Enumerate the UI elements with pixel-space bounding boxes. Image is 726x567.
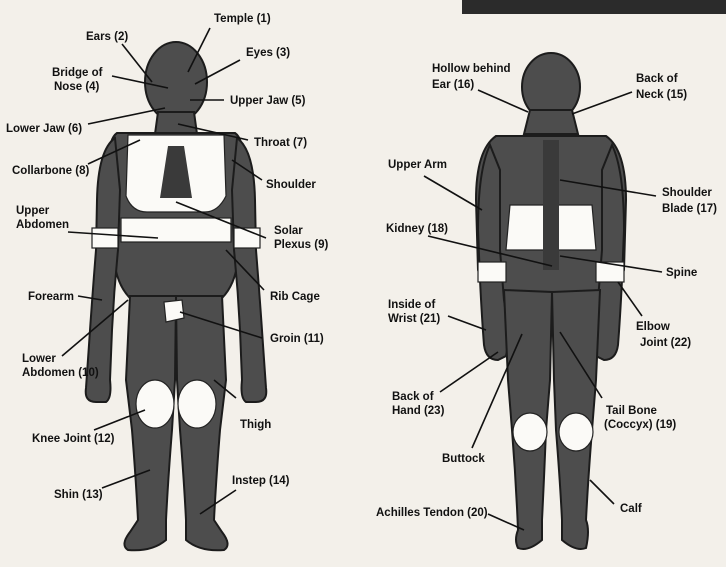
label-lower-abdomen-1: Lower xyxy=(22,353,56,365)
front-arm-left xyxy=(86,138,120,402)
label-bridge-of-nose-1: Bridge of xyxy=(52,67,103,79)
label-instep: Instep (14) xyxy=(232,475,290,487)
label-upper-abdomen-1: Upper xyxy=(16,205,50,217)
label-shoulder-blade-2: Blade (17) xyxy=(662,203,717,215)
label-collarbone: Collarbone (8) xyxy=(12,165,89,177)
label-kidney: Kidney (18) xyxy=(386,223,448,235)
label-shoulder-front: Shoulder xyxy=(266,179,316,191)
back-figure xyxy=(476,53,626,549)
label-upper-jaw: Upper Jaw (5) xyxy=(230,95,306,107)
label-temple: Temple (1) xyxy=(214,13,271,25)
label-elbow-joint-1: Elbow xyxy=(636,321,670,333)
back-neck xyxy=(524,110,578,134)
back-knee-left xyxy=(513,413,547,451)
label-back-of-hand-1: Back of xyxy=(392,391,434,403)
label-ears: Ears (2) xyxy=(86,31,128,43)
front-arm-right xyxy=(232,138,266,402)
top-caption-bar xyxy=(462,0,726,14)
front-groin-patch xyxy=(164,300,184,322)
label-shoulder-blade-1: Shoulder xyxy=(662,187,712,199)
label-achilles-tendon: Achilles Tendon (20) xyxy=(376,507,488,519)
label-lower-abdomen-2: Abdomen (10) xyxy=(22,367,99,379)
label-solar-plexus-1: Solar xyxy=(274,225,303,237)
front-forearm-band-left xyxy=(92,228,118,248)
front-neck xyxy=(155,112,197,134)
label-upper-arm: Upper Arm xyxy=(388,159,447,171)
label-back-of-hand-2: Hand (23) xyxy=(392,405,445,417)
label-thigh: Thigh xyxy=(240,419,271,431)
label-inside-of-wrist-2: Wrist (21) xyxy=(388,313,440,325)
back-knee-right xyxy=(559,413,593,451)
label-lower-jaw: Lower Jaw (6) xyxy=(6,123,82,135)
label-back-of-neck-2: Neck (15) xyxy=(636,89,687,101)
front-abdomen-band xyxy=(121,218,231,242)
front-knee-right xyxy=(178,380,216,428)
label-rib-cage: Rib Cage xyxy=(270,291,320,303)
label-bridge-of-nose-2: Nose (4) xyxy=(54,81,100,93)
label-hollow-behind-ear-2: Ear (16) xyxy=(432,79,474,91)
label-shin: Shin (13) xyxy=(54,489,103,501)
label-elbow-joint-2: Joint (22) xyxy=(640,337,691,349)
label-upper-abdomen-2: Abdomen xyxy=(16,219,69,231)
label-hollow-behind-ear-1: Hollow behind xyxy=(432,63,511,75)
label-inside-of-wrist-1: Inside of xyxy=(388,299,435,311)
front-knee-left xyxy=(136,380,174,428)
label-calf: Calf xyxy=(620,503,642,515)
label-throat: Throat (7) xyxy=(254,137,307,149)
label-tail-bone-1: Tail Bone xyxy=(606,405,657,417)
label-eyes: Eyes (3) xyxy=(246,47,290,59)
back-spine-dark xyxy=(543,140,559,270)
label-back-of-neck-1: Back of xyxy=(636,73,678,85)
label-knee-joint: Knee Joint (12) xyxy=(32,433,115,445)
label-solar-plexus-2: Plexus (9) xyxy=(274,239,328,251)
back-elbow-band-left xyxy=(478,262,506,282)
label-forearm: Forearm xyxy=(28,291,74,303)
label-groin: Groin (11) xyxy=(270,333,324,345)
label-tail-bone-2: (Coccyx) (19) xyxy=(604,419,676,431)
label-buttock: Buttock xyxy=(442,453,485,465)
label-spine: Spine xyxy=(666,267,697,279)
